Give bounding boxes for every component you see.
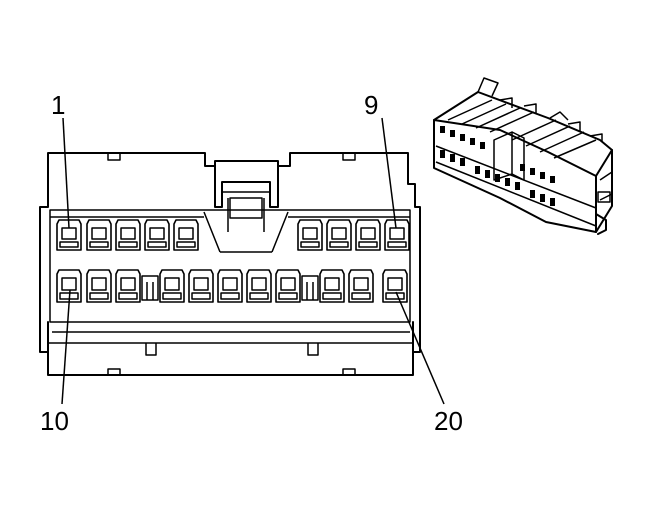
cavity-pin-15	[217, 269, 243, 303]
polarizing-key	[301, 275, 319, 301]
latch	[214, 165, 279, 208]
cavity-pin-19	[348, 269, 374, 303]
pin-label-20: 20	[434, 406, 463, 436]
cavity-pin-12	[115, 269, 141, 303]
iso-upper-cavities	[440, 126, 555, 183]
cavity-pin-17	[275, 269, 301, 303]
cavity-pin-13	[159, 269, 185, 303]
pin-label-10: 10	[40, 406, 69, 436]
leader-lines	[61, 117, 445, 405]
iso-lower-cavities	[440, 150, 555, 206]
connector-face-view	[39, 152, 421, 376]
cavity-pin-4	[144, 219, 170, 251]
cavity-pin-10	[56, 269, 82, 303]
cavity-pin-1	[56, 219, 82, 251]
cavity-pin-9	[384, 219, 410, 251]
cavity-pin-5	[173, 219, 199, 251]
cavity-pin-7	[326, 219, 352, 251]
housing-outline	[39, 152, 421, 376]
cavity-pin-18	[319, 269, 345, 303]
polarizing-key	[141, 275, 159, 301]
cavity-pin-16	[246, 269, 272, 303]
pin-label-1: 1	[51, 90, 65, 120]
cavity-pin-14	[188, 269, 214, 303]
pin-label-9: 9	[364, 90, 378, 120]
cavity-pin-20	[382, 269, 408, 303]
cavity-pin-2	[86, 219, 112, 251]
top-row-cavities	[56, 219, 410, 251]
cavity-pin-8	[355, 219, 381, 251]
cavity-pin-6	[297, 219, 323, 251]
cavity-pin-11	[86, 269, 112, 303]
bottom-row-cavities	[56, 269, 408, 303]
cavity-pin-3	[115, 219, 141, 251]
inner-frame	[49, 209, 411, 323]
connector-isometric-view	[433, 77, 613, 235]
